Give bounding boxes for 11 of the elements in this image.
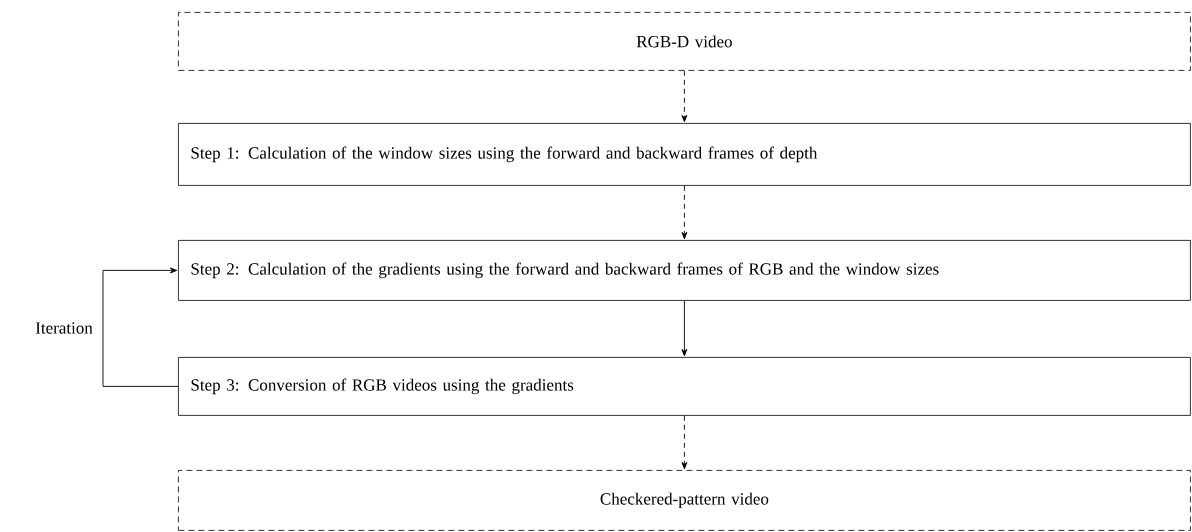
arrow <box>102 267 179 387</box>
process-box: Step 3: Conversion of RGB videos using the gradients <box>178 357 1191 416</box>
arrow <box>681 415 688 470</box>
process-box: Step 1: Calculation of the window sizes using the forward and backward frames of depth <box>178 123 1191 186</box>
input-box: RGB-D video <box>178 12 1191 71</box>
arrow <box>681 70 688 123</box>
arrow <box>681 300 688 357</box>
process-box: Step 2: Calculation of the gradients using the forward and backward frames of RGB and the window sizes <box>178 240 1191 301</box>
input-box: Checkered-pattern video <box>178 470 1191 531</box>
edge-label: Iteration <box>33 320 95 336</box>
arrow <box>681 185 688 240</box>
